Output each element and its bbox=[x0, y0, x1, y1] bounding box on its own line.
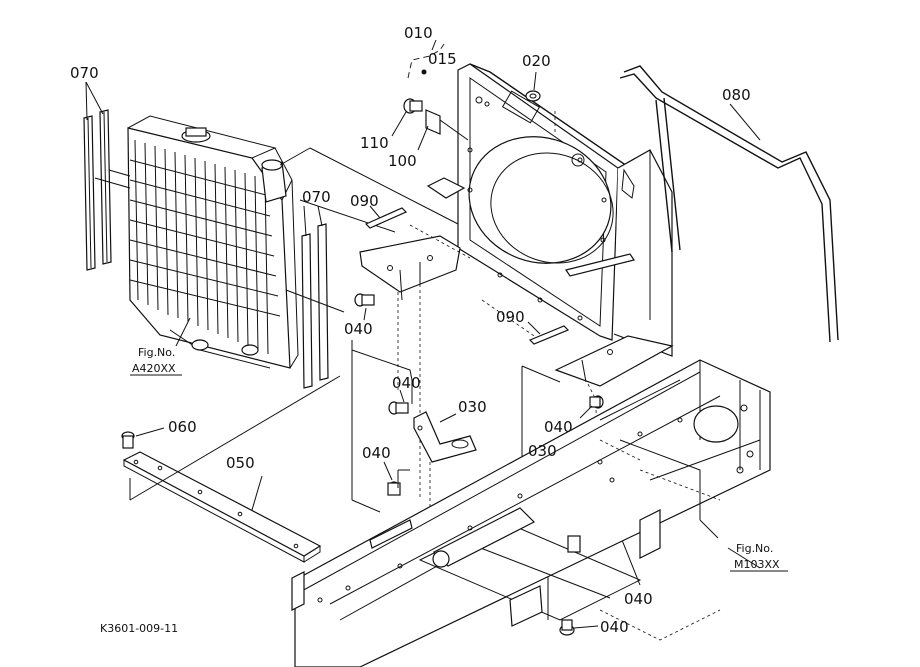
part-020-grommet bbox=[525, 71, 541, 102]
part-040-bolt-d bbox=[579, 395, 604, 419]
part-090-rubber-lower bbox=[527, 321, 570, 345]
label-060: 060 bbox=[168, 418, 197, 436]
part-110-bolt bbox=[391, 98, 423, 137]
label-080: 080 bbox=[722, 86, 751, 104]
part-040-bolt-f bbox=[559, 619, 599, 636]
part-030-bracket-left bbox=[413, 411, 477, 463]
label-030-left: 030 bbox=[458, 398, 487, 416]
label-110: 110 bbox=[360, 134, 389, 152]
label-010: 010 bbox=[404, 24, 433, 42]
label-090-lower: 090 bbox=[496, 308, 525, 326]
group-010-bracket bbox=[407, 39, 445, 79]
part-080-shroud-seal bbox=[619, 65, 839, 343]
label-040-d: 040 bbox=[544, 418, 573, 436]
shroud-mount-bracket-upper bbox=[359, 235, 461, 301]
ref-m103-line2: M103XX bbox=[734, 558, 780, 571]
radiator bbox=[127, 115, 299, 369]
part-040-bolt-b bbox=[388, 389, 409, 415]
shroud-mount-bracket-lower bbox=[554, 335, 674, 387]
part-070-right-seals bbox=[301, 223, 329, 389]
label-040-b: 040 bbox=[392, 374, 421, 392]
label-015: 015 bbox=[428, 50, 457, 68]
label-100: 100 bbox=[388, 152, 417, 170]
label-090-upper: 090 bbox=[350, 192, 379, 210]
fan-shroud bbox=[426, 63, 673, 357]
ref-a420-line1: Fig.No. bbox=[138, 346, 175, 359]
label-040-a: 040 bbox=[344, 320, 373, 338]
ref-m103-line1: Fig.No. bbox=[736, 542, 773, 555]
part-040-bolt-c bbox=[383, 461, 401, 496]
figure-id: K3601-009-11 bbox=[100, 622, 178, 635]
label-070-right: 070 bbox=[302, 188, 331, 206]
label-070-left: 070 bbox=[70, 64, 99, 82]
label-030-right: 030 bbox=[528, 442, 557, 460]
ref-a420-line2: A420XX bbox=[132, 362, 176, 375]
label-040-f: 040 bbox=[600, 618, 629, 636]
label-050: 050 bbox=[226, 454, 255, 472]
label-040-e: 040 bbox=[624, 590, 653, 608]
label-040-c: 040 bbox=[362, 444, 391, 462]
main-frame bbox=[291, 359, 771, 667]
reference-leaders bbox=[699, 519, 761, 569]
part-100-clip bbox=[417, 109, 469, 151]
part-050-plate bbox=[122, 375, 341, 563]
label-020: 020 bbox=[522, 52, 551, 70]
part-060-bolt bbox=[121, 427, 165, 449]
leader-lines-radiator bbox=[85, 81, 461, 347]
part-090-rubber-upper bbox=[364, 205, 408, 229]
part-070-left-seals bbox=[83, 109, 112, 271]
